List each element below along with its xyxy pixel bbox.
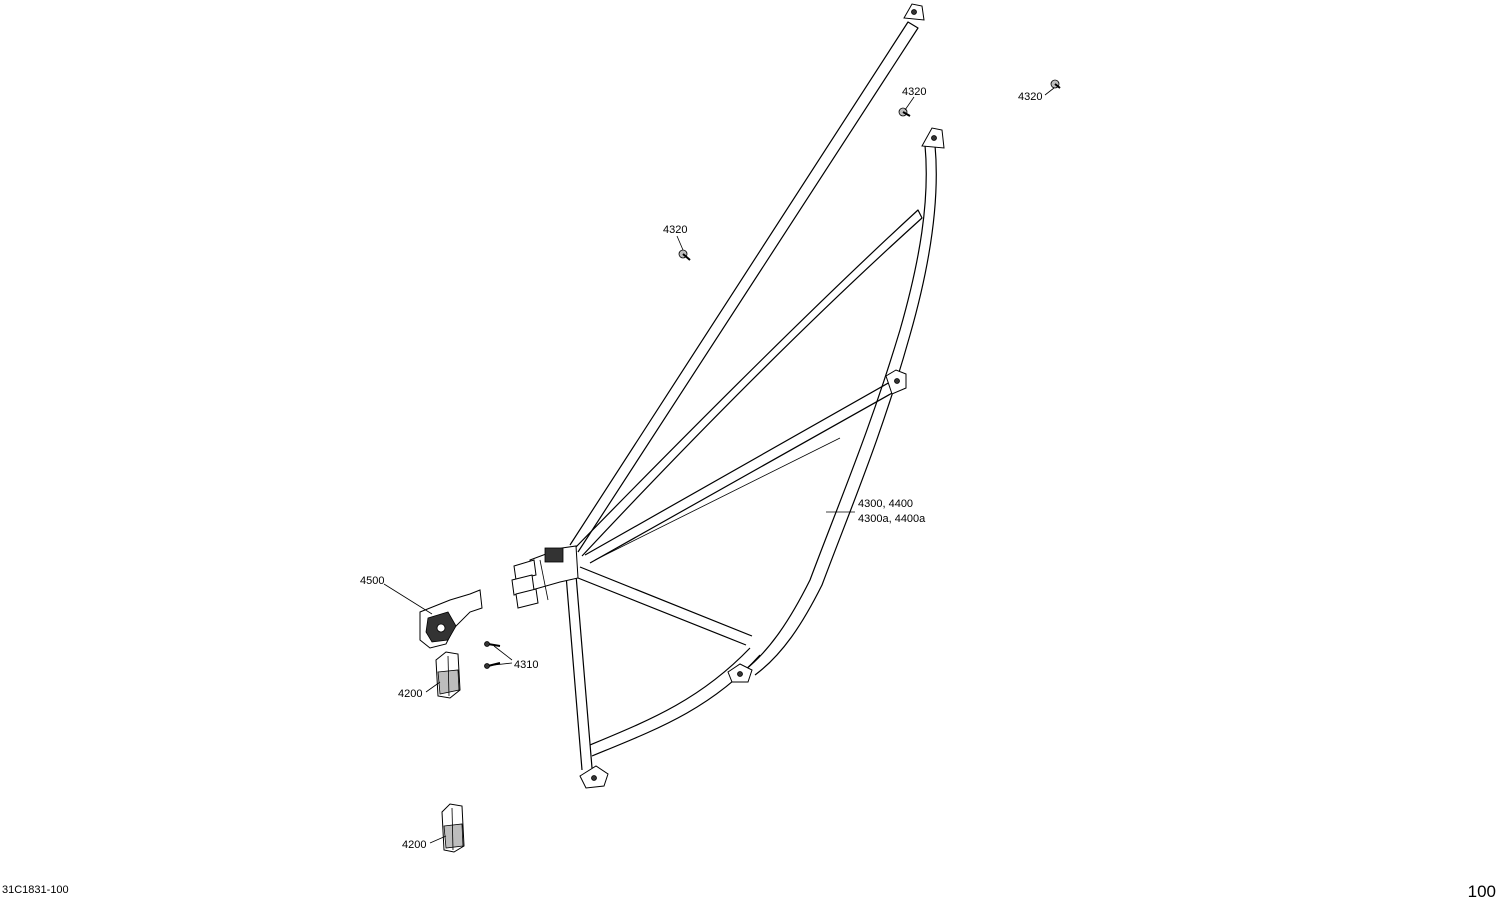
- strap-anchor-top: [903, 3, 925, 21]
- net-strap-assembly: [565, 21, 937, 771]
- buckle: [511, 545, 579, 609]
- strap-anchor-side: [885, 369, 907, 395]
- leader-lines: [383, 87, 1055, 844]
- callout-4200-lower: 4200: [402, 839, 426, 851]
- callout-4320-right: 4320: [1018, 91, 1042, 103]
- page-number: 100: [1467, 882, 1496, 901]
- screw-4320-right: [1050, 79, 1061, 89]
- screw-4310-lower: [484, 662, 501, 669]
- callout-4320-left: 4320: [663, 224, 687, 236]
- callout-4200-upper: 4200: [398, 688, 422, 700]
- screw-4320-left: [678, 249, 691, 261]
- callout-4320-middle: 4320: [902, 86, 926, 98]
- drawing-number: 31C1831-100: [2, 884, 69, 896]
- callout-4500: 4500: [360, 575, 384, 587]
- screw-4320-middle: [898, 107, 911, 117]
- strap-anchor-bottom-left: [579, 765, 609, 789]
- latch-part-4500: [419, 589, 483, 649]
- clip-part-4200-upper: [435, 651, 461, 699]
- callout-4300a-4400a: 4300a, 4400a: [858, 513, 926, 525]
- strap-anchor-bottom-right: [727, 663, 753, 683]
- screw-4310-upper: [484, 641, 501, 647]
- callout-4300-4400: 4300, 4400: [858, 498, 913, 510]
- callout-4310: 4310: [514, 659, 538, 671]
- strap-anchor-upper-right: [921, 127, 945, 149]
- clip-part-4200-lower: [441, 803, 465, 853]
